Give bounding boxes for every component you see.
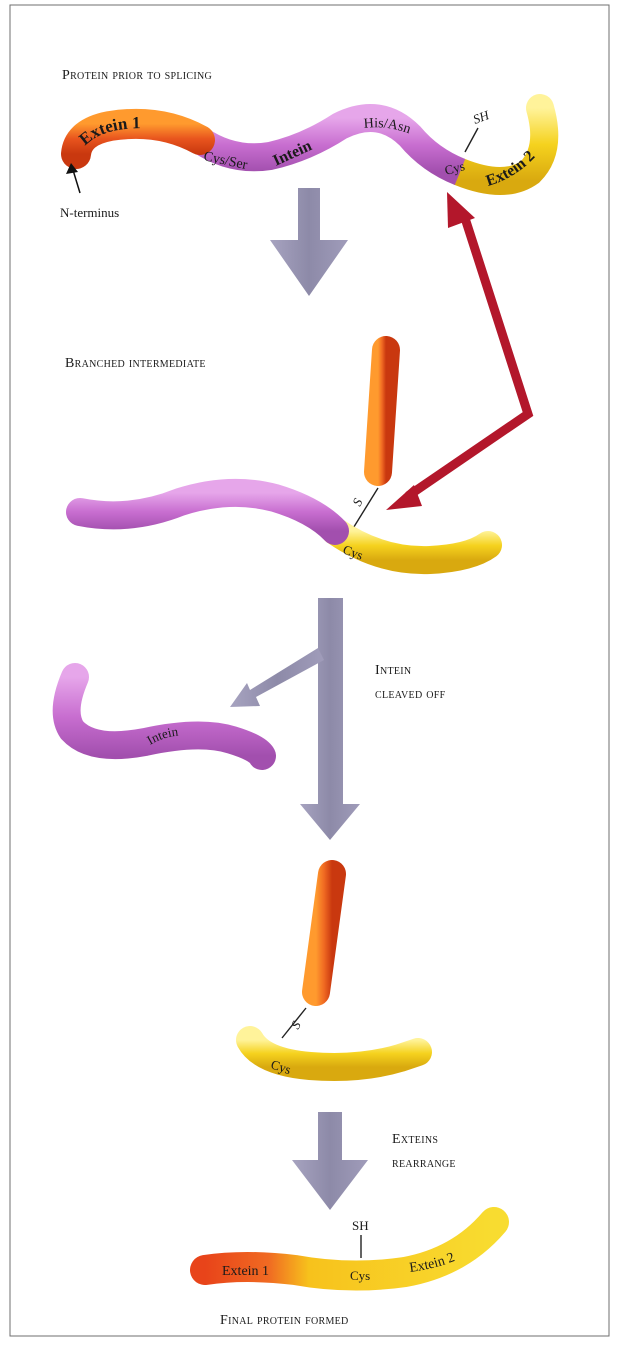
intein-branch [80, 493, 335, 531]
n-terminus-label: N-terminus [60, 205, 119, 220]
extein1-branch [378, 350, 386, 472]
ligated-exteins-thioester [250, 874, 418, 1067]
branched-intermediate [80, 350, 488, 560]
thioester-bond [352, 488, 378, 530]
extein1-thioester [316, 874, 332, 992]
side-arrow-intein [230, 648, 324, 707]
heading-final-protein: Final protein formed [220, 1313, 349, 1328]
s-label-1: S [349, 496, 366, 509]
free-intein [67, 677, 262, 756]
down-arrow-3 [292, 1112, 368, 1210]
down-arrow-1 [270, 188, 348, 296]
red-double-arrow [386, 192, 528, 510]
heading-exteins-rearrange-1: Exteins [392, 1132, 438, 1147]
heading-intein-cleaved-1: Intein [375, 663, 411, 678]
heading-intein-cleaved-2: cleaved off [375, 687, 446, 702]
extein1-label-final: Extein 1 [222, 1264, 269, 1279]
sh-bond-line [465, 128, 478, 152]
cys-label-final: Cys [350, 1268, 370, 1283]
heading-exteins-rearrange-2: rearrange [392, 1156, 456, 1171]
sh-label-1: SH [471, 107, 492, 127]
heading-branched: Branched intermediate [65, 356, 206, 371]
down-arrow-2 [230, 598, 360, 840]
sh-label-final: SH [352, 1218, 369, 1233]
heading-protein-prior: Protein prior to splicing [62, 68, 212, 83]
